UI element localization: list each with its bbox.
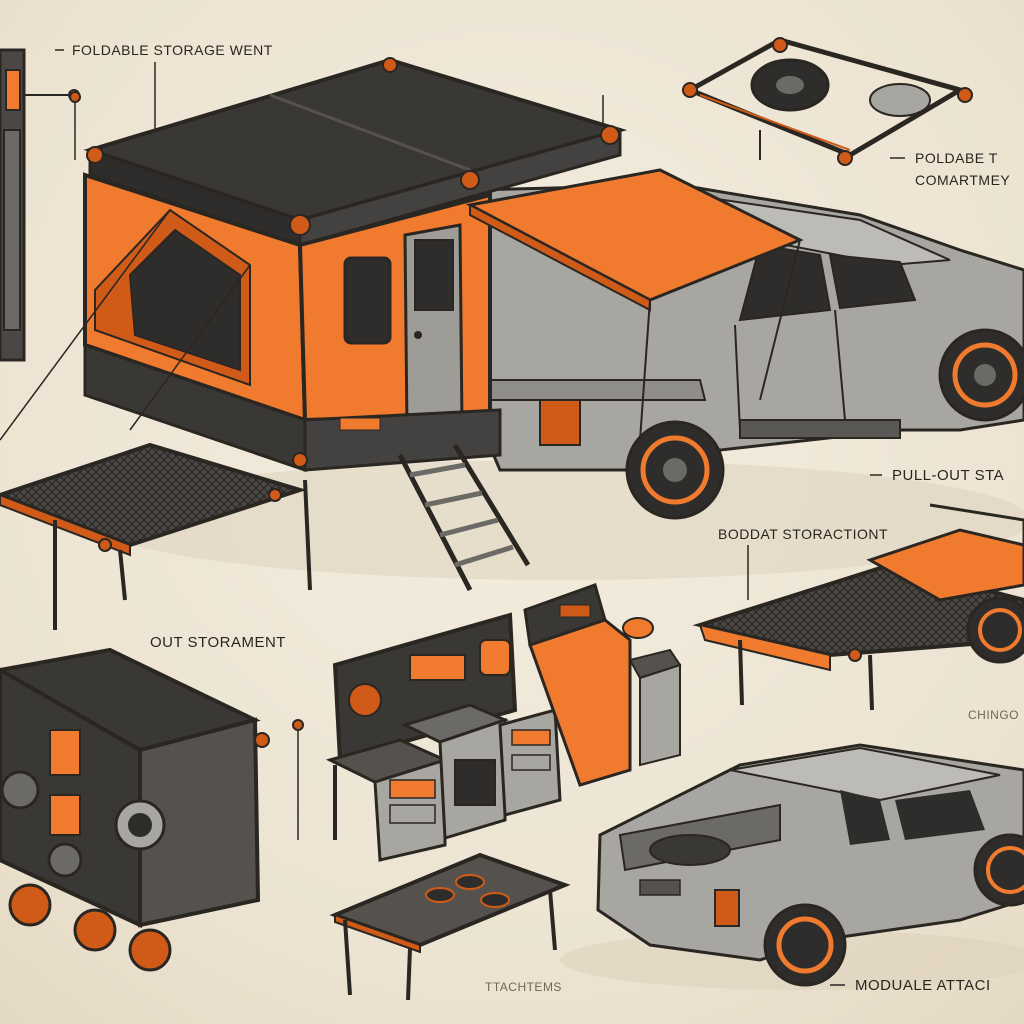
- label-poldabe-2: COMARTMEY: [915, 172, 1011, 188]
- label-pull-out: PULL-OUT STA: [892, 467, 1005, 484]
- label-moduale: MODUALE ATTACI: [855, 977, 991, 994]
- label-chingo: CHINGO: [968, 708, 1019, 722]
- label-poldabe-1: POLDABE T: [915, 150, 998, 166]
- fan-icon: [682, 37, 973, 166]
- wheel-icon: [973, 833, 1024, 907]
- pickup-truck-icon: [596, 743, 1024, 987]
- label-foldable-tent: FOLDABLE STORAGE WENT: [72, 42, 273, 58]
- trailer-icon: [0, 647, 270, 972]
- label-tachitems: TTACHTEMS: [485, 980, 562, 994]
- side-cabinet-partial: [0, 48, 80, 362]
- camp-kitchen-icon: [325, 583, 682, 862]
- tent-icon: [0, 57, 804, 473]
- pull-out-platform: [0, 442, 312, 630]
- leader-lines: [55, 49, 905, 986]
- ground-shadow: [90, 460, 1024, 580]
- label-out-storament: OUT STORAMENT: [150, 634, 286, 651]
- wheel-icon: [966, 596, 1024, 664]
- table-icon: [329, 852, 571, 1001]
- label-boddat: BODDAT STORACTIONT: [718, 526, 889, 542]
- ladder-icon: [397, 443, 531, 592]
- bed-platform: [692, 503, 1024, 711]
